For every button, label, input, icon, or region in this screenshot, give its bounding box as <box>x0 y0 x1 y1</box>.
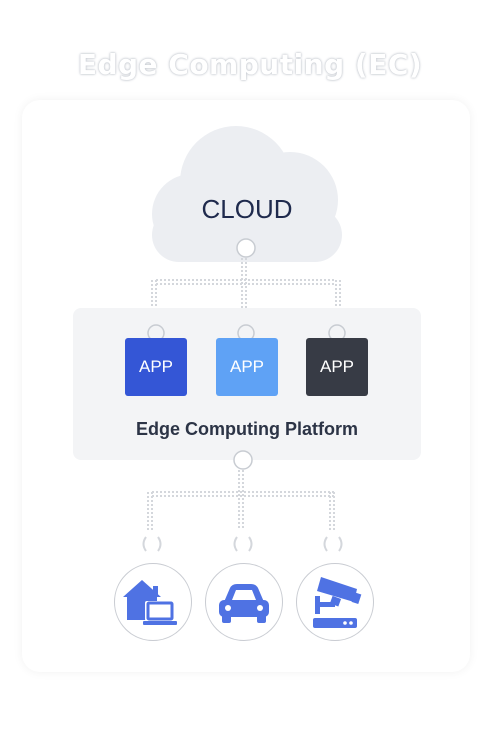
cloud-shape <box>152 126 342 262</box>
app-box-3: APP <box>306 338 368 396</box>
car-icon <box>219 584 269 623</box>
home-computer-icon <box>123 580 177 625</box>
cloud-label: CLOUD <box>201 194 293 224</box>
platform-bottom-node <box>233 450 253 470</box>
app-box-2: APP <box>216 338 278 396</box>
device-camera <box>296 563 374 641</box>
platform-device-links <box>147 470 335 530</box>
cloud-connector-node <box>236 238 256 258</box>
platform-label: Edge Computing Platform <box>136 419 358 439</box>
device-connectors <box>142 536 343 552</box>
device-car <box>205 563 283 641</box>
security-camera-icon <box>313 577 362 628</box>
app-box-1: APP <box>125 338 187 396</box>
diagram-title: Edge Computing (EC) <box>77 48 423 81</box>
device-home <box>114 563 192 641</box>
